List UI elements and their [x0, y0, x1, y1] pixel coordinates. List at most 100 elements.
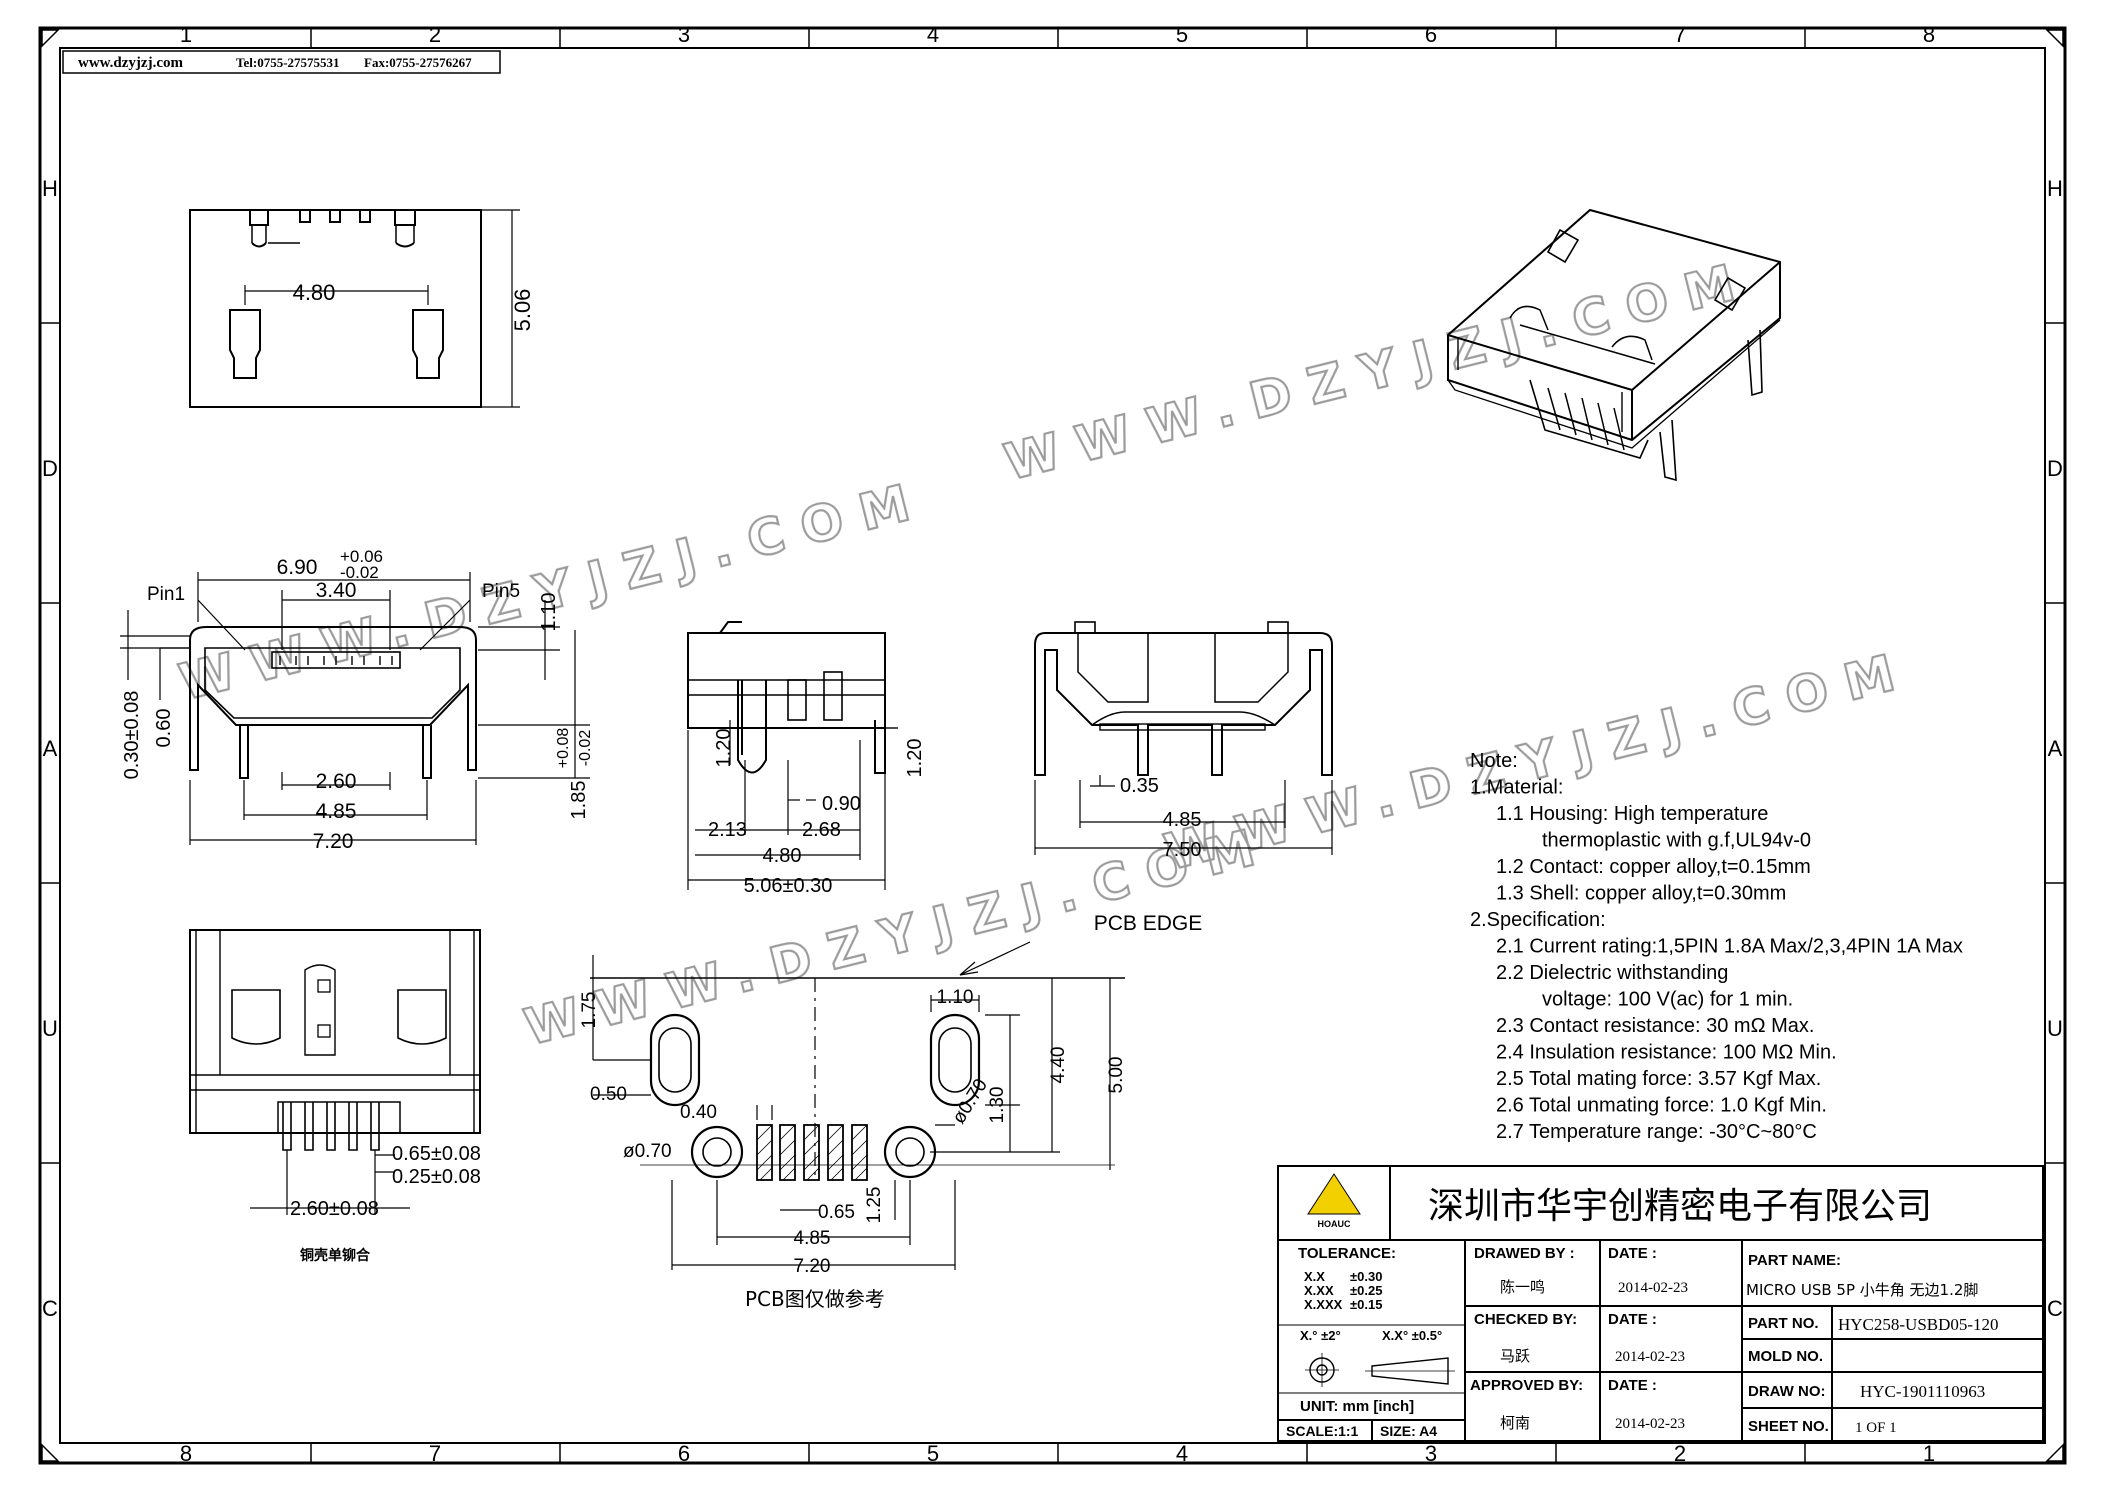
dim-label: 0.25±0.08 — [392, 1166, 481, 1188]
zone-number: 3 — [1425, 1441, 1437, 1466]
tol-value: ±0.25 — [1350, 1283, 1382, 1298]
dim-label: 1.10 — [937, 987, 974, 1008]
watermark-text: WWW.DZYJZJ.COM — [174, 470, 933, 712]
top-zone-numbers: 1 2 3 4 5 6 7 8 — [180, 22, 1935, 47]
tol-value: ±0.30 — [1350, 1269, 1382, 1284]
date-label: DATE : — [1608, 1245, 1657, 1262]
dim-label: 0.50 — [590, 1084, 627, 1105]
dim-label: 0.65±0.08 — [392, 1143, 481, 1165]
zone-letter: D — [2047, 456, 2063, 481]
zone-number: 6 — [678, 1441, 690, 1466]
zone-number: 4 — [927, 22, 939, 47]
approved-by-label: APPROVED BY: — [1470, 1377, 1583, 1394]
zone-number: 1 — [1923, 1441, 1935, 1466]
pin-label: Pin1 — [147, 584, 185, 605]
right-zone-letters: H D A U C — [2047, 176, 2063, 1321]
dim-label: ø0.70 — [948, 1075, 992, 1127]
dim-label: 1.20 — [904, 739, 926, 778]
zone-number: 5 — [927, 1441, 939, 1466]
zone-number: 8 — [180, 1441, 192, 1466]
fax-text: Fax:0755-27576267 — [364, 55, 472, 70]
bottom-zone-numbers: 8 7 6 5 4 3 2 1 — [180, 1441, 1935, 1466]
dim-label: 1.10 — [538, 593, 560, 632]
logo-text: HOAUC — [1318, 1219, 1351, 1229]
dim-label: 0.60 — [153, 709, 175, 748]
note-line: 2.Specification: — [1470, 909, 1606, 931]
note-line: voltage: 100 V(ac) for 1 min. — [1542, 989, 1793, 1011]
front-view — [120, 572, 590, 845]
tolerance-label: -0.02 — [577, 730, 594, 767]
zone-letter: C — [2047, 1296, 2063, 1321]
rear-view — [1034, 621, 1333, 855]
dim-label: 5.06 — [510, 289, 535, 332]
dim-label: 0.35 — [1120, 775, 1159, 797]
dim-label: 4.40 — [1048, 1047, 1069, 1084]
company-name: 深圳市华宇创精密电子有限公司 — [1428, 1186, 1932, 1227]
tel-text: Tel:0755-27575531 — [236, 55, 340, 70]
note-line: 2.7 Temperature range: -30°C~80°C — [1496, 1121, 1817, 1143]
dim-label: 7.50 — [1163, 839, 1202, 861]
note-line: 2.4 Insulation resistance: 100 MΩ Min. — [1496, 1042, 1837, 1064]
note-line: 2.6 Total unmating force: 1.0 Kgf Min. — [1496, 1095, 1827, 1117]
drawn-by-label: DRAWED BY : — [1474, 1245, 1575, 1262]
part-name-value: MICRO USB 5P 小牛角 无边1.2脚 — [1746, 1281, 1978, 1299]
zone-letter: A — [2048, 736, 2063, 761]
date-label: DATE : — [1608, 1311, 1657, 1328]
part-no-value: HYC258-USBD05-120 — [1838, 1315, 1999, 1334]
zone-number: 2 — [429, 22, 441, 47]
note-line: Note: — [1470, 750, 1518, 772]
zone-number: 7 — [1674, 22, 1686, 47]
zone-number: 5 — [1176, 22, 1188, 47]
top-view — [189, 209, 520, 408]
dim-label: 0.40 — [680, 1102, 717, 1123]
sheet-no-value: 1 OF 1 — [1855, 1420, 1897, 1436]
dim-label: 7.20 — [313, 830, 354, 853]
projection-symbol — [1305, 1353, 1455, 1387]
zone-number: 6 — [1425, 22, 1437, 47]
date-label: DATE : — [1608, 1377, 1657, 1394]
angle-tol: X.X° ±0.5° — [1382, 1328, 1442, 1343]
zone-number: 8 — [1923, 22, 1935, 47]
dim-label: 1.30 — [987, 1087, 1008, 1124]
dim-label: 2.68 — [802, 819, 841, 841]
tol-key: X.XX — [1304, 1283, 1334, 1298]
dim-label: 2.60±0.08 — [290, 1198, 379, 1220]
note-line: thermoplastic with g.f,UL94v-0 — [1542, 830, 1811, 852]
website-text: www.dzyjzj.com — [78, 55, 183, 71]
dim-label: 0.90 — [822, 793, 861, 815]
note-line: 2.3 Contact resistance: 30 mΩ Max. — [1496, 1015, 1814, 1037]
draw-no-label: DRAW NO: — [1748, 1383, 1826, 1400]
tolerance-label: -0.02 — [340, 563, 379, 582]
approved-by-value: 柯南 — [1500, 1414, 1530, 1432]
dim-label: 6.90 — [277, 556, 318, 579]
dim-label: 7.20 — [794, 1256, 831, 1277]
dim-label: 5.06±0.30 — [744, 875, 833, 897]
caption: PCB图仅做参考 — [745, 1287, 885, 1311]
checked-by-value: 马跃 — [1500, 1347, 1530, 1365]
caption: 铜壳单铆合 — [300, 1247, 371, 1264]
zone-number: 4 — [1176, 1441, 1188, 1466]
dim-label: 4.85 — [794, 1228, 831, 1249]
pcb-edge-label: PCB EDGE — [1094, 912, 1203, 935]
angle-tol: X.° ±2° — [1300, 1328, 1341, 1343]
sheet-border — [38, 26, 2067, 1465]
notes-block: Note:1.Material:1.1 Housing: High temper… — [1470, 750, 1963, 1143]
date-value: 2014-02-23 — [1615, 1349, 1685, 1365]
checked-by-label: CHECKED BY: — [1474, 1311, 1577, 1328]
company-logo: HOAUC — [1307, 1173, 1361, 1229]
drawn-by-value: 陈一鸣 — [1500, 1278, 1545, 1296]
date-value: 2014-02-23 — [1615, 1416, 1685, 1432]
part-no-label: PART NO. — [1748, 1315, 1819, 1332]
dim-label: 2.60 — [316, 770, 357, 793]
tol-key: X.XXX — [1304, 1297, 1343, 1312]
note-line: 2.1 Current rating:1,5PIN 1.8A Max/2,3,4… — [1496, 936, 1963, 958]
note-line: 1.1 Housing: High temperature — [1496, 803, 1768, 825]
date-value: 2014-02-23 — [1618, 1280, 1688, 1296]
note-line: 2.2 Dielectric withstanding — [1496, 962, 1728, 984]
dim-label: 0.30±0.08 — [121, 691, 143, 780]
watermark-text: WWW.DZYJZJ.COM — [999, 250, 1758, 492]
isometric-view — [1447, 208, 1781, 482]
sheet-no-label: SHEET NO. — [1748, 1418, 1829, 1435]
dim-label: 0.65 — [818, 1202, 855, 1223]
